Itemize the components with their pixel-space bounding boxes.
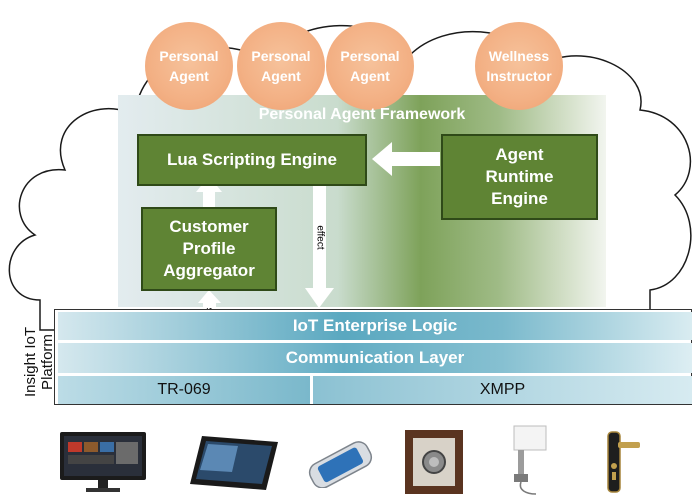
runtime-line1: Agent — [495, 145, 544, 164]
agent-label-line2: Agent — [261, 68, 301, 84]
platform-label-line1: Insight IoT — [22, 326, 39, 398]
lua-label: Lua Scripting Engine — [166, 150, 337, 169]
agent-label-line2: Agent — [350, 68, 390, 84]
framework-title: Personal Agent Framework — [258, 106, 466, 123]
communication-layer-band: Communication Layer — [58, 343, 692, 373]
platform-label: Insight IoT Platform — [22, 314, 62, 410]
personal-agent-1: Personal Agent — [145, 22, 233, 110]
effect-label: effect — [314, 225, 326, 250]
aggregator-to-lua-arrow — [203, 190, 215, 208]
aggregator-line1: Customer — [169, 217, 249, 236]
runtime-line2: Runtime — [485, 167, 554, 186]
effect-arrow — [313, 174, 326, 290]
communication-layer-label: Communication Layer — [285, 348, 465, 367]
agent-label-line1: Personal — [251, 48, 311, 64]
protocol-tr069: TR-069 — [58, 376, 310, 404]
runtime-to-lua-arrow — [390, 152, 440, 166]
phone-icon — [308, 441, 373, 488]
agent-label-line1: Personal — [159, 48, 219, 64]
xmpp-label: XMPP — [479, 381, 526, 398]
tablet-icon — [190, 436, 278, 490]
agent-label-line2: Instructor — [486, 68, 552, 84]
wellness-instructor: Wellness Instructor — [475, 22, 563, 110]
thermostat-icon — [405, 430, 463, 494]
agent-label-line2: Agent — [169, 68, 209, 84]
personal-agent-2: Personal Agent — [237, 22, 325, 110]
tv-icon — [60, 432, 146, 492]
agent-runtime-engine: Agent Runtime Engine — [441, 134, 598, 220]
enterprise-logic-band: IoT Enterprise Logic — [58, 312, 692, 340]
customer-profile-aggregator: Customer Profile Aggregator — [141, 207, 277, 291]
lamp-icon — [513, 425, 547, 495]
lua-scripting-engine: Lua Scripting Engine — [137, 134, 367, 186]
agent-label-line1: Personal — [340, 48, 400, 64]
tr069-label: TR-069 — [157, 381, 211, 398]
personal-agent-3: Personal Agent — [326, 22, 414, 110]
enterprise-logic-label: IoT Enterprise Logic — [292, 316, 458, 335]
aggregator-line2: Profile — [182, 239, 236, 258]
agent-label-line1: Wellness — [488, 48, 550, 64]
aggregator-line3: Aggregator — [163, 261, 255, 280]
platform-label-line2: Platform — [39, 334, 56, 390]
protocol-xmpp: XMPP — [313, 376, 692, 404]
door-lock-icon — [607, 431, 640, 493]
runtime-line3: Engine — [491, 189, 548, 208]
